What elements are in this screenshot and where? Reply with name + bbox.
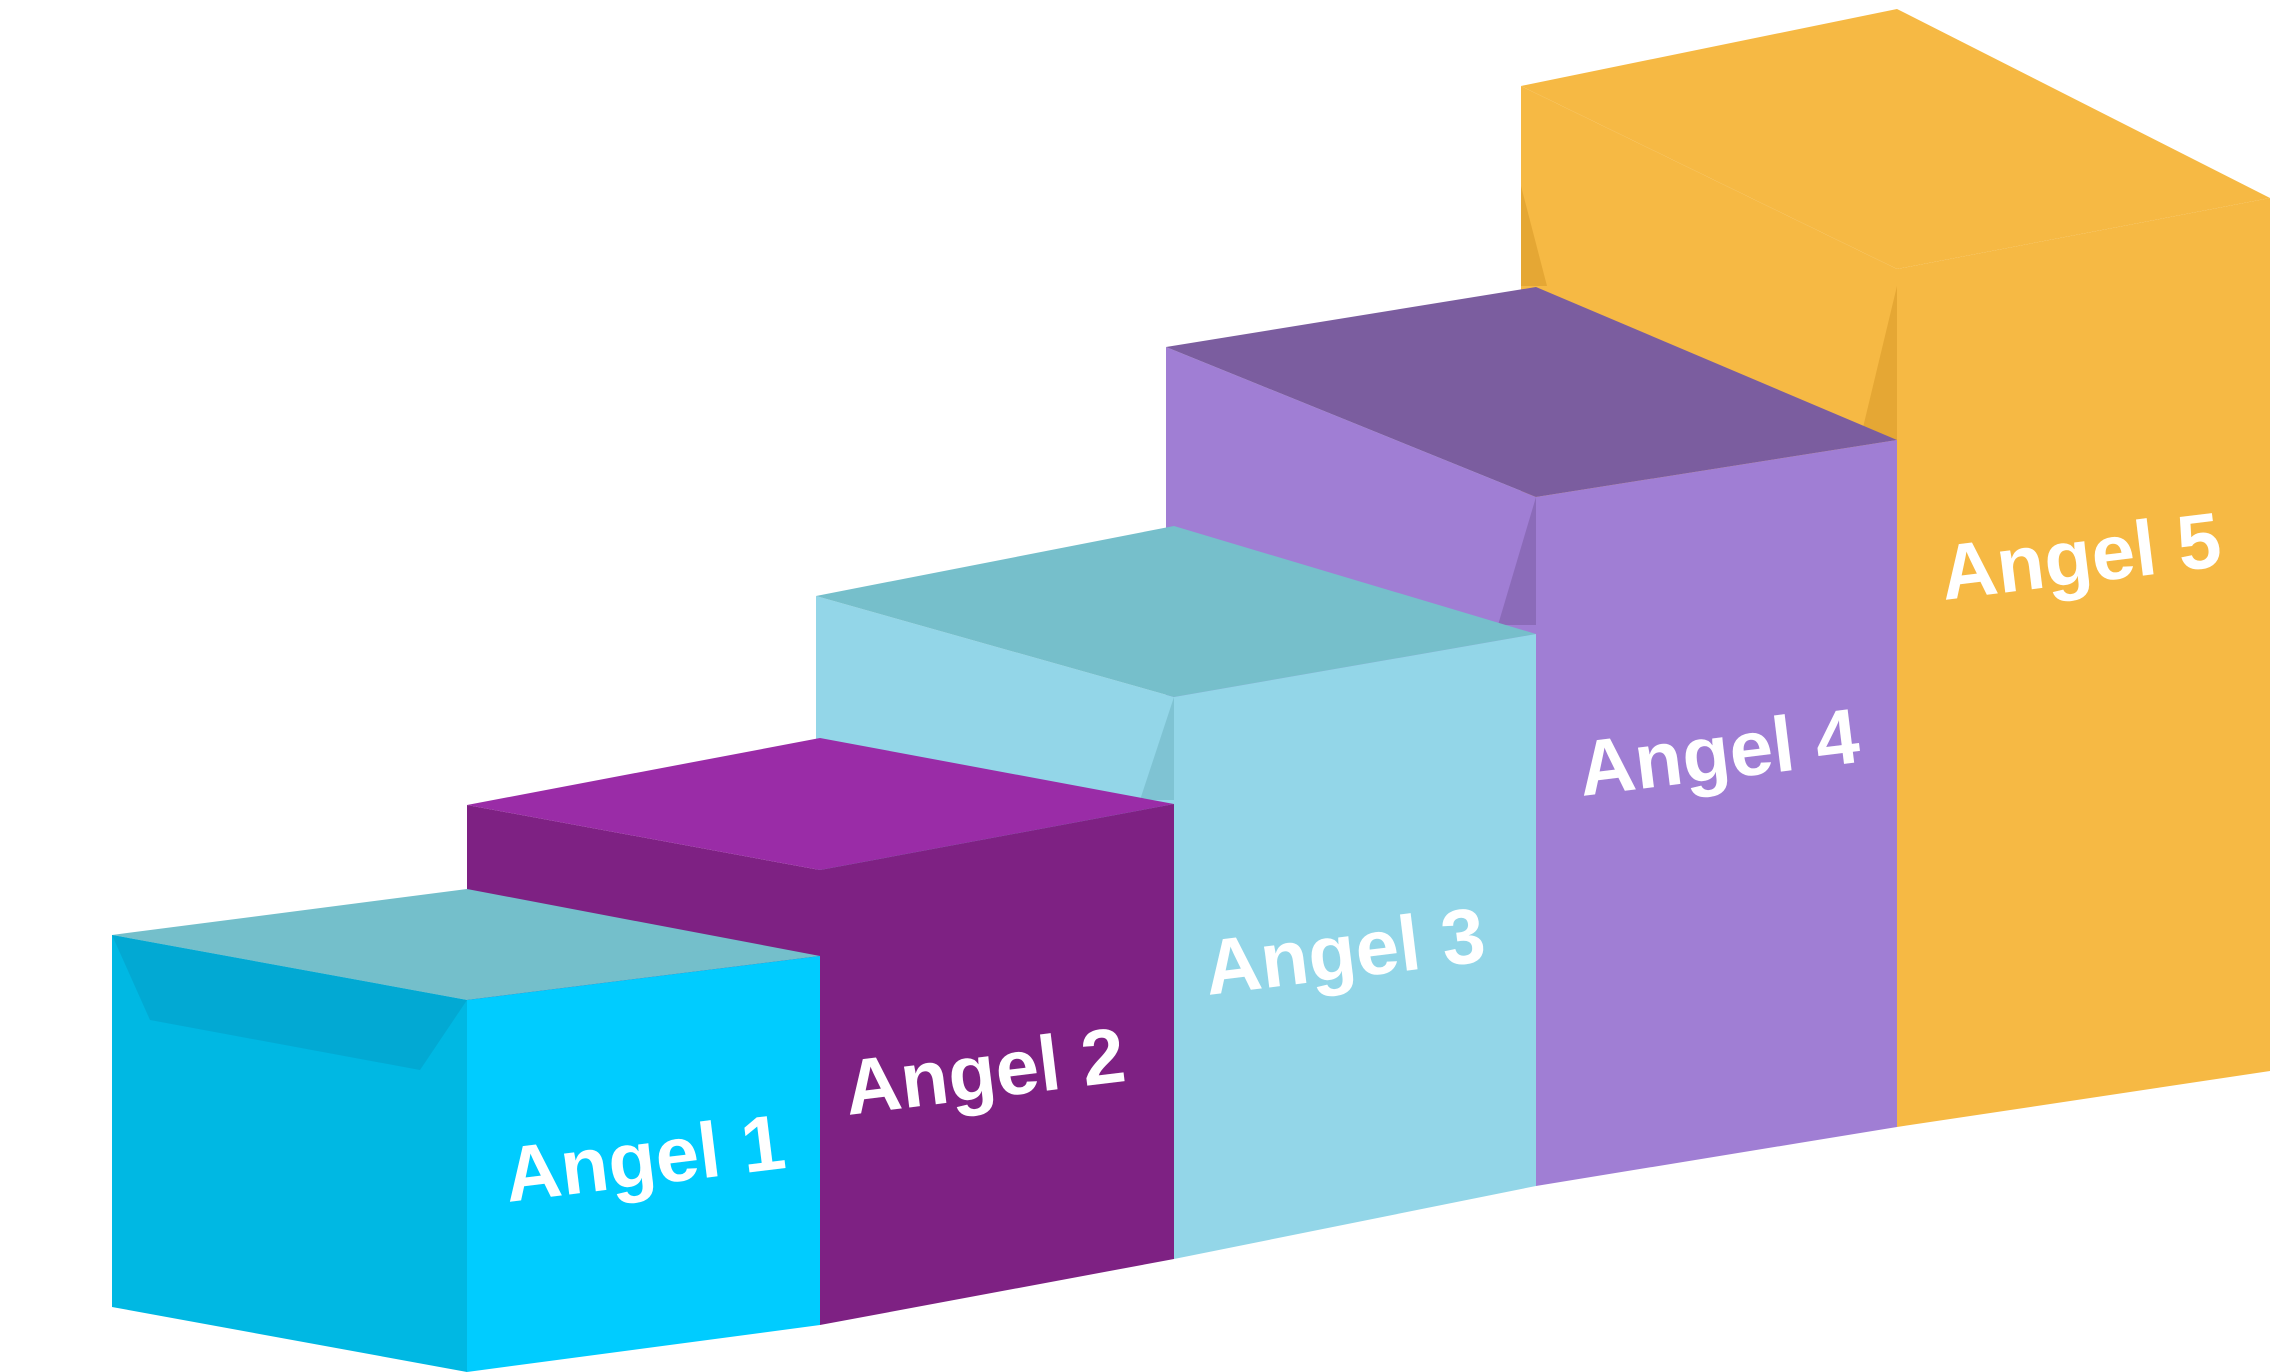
- step-4-shade: [1498, 497, 1536, 625]
- step-1-front: [467, 956, 820, 1372]
- step-4-top: [1166, 287, 1897, 497]
- step-5-front: [1897, 198, 2270, 1127]
- step-1-top: [112, 889, 820, 1000]
- step-3-top: [816, 526, 1536, 697]
- step-1: [112, 889, 820, 1372]
- step-4-front: [1536, 440, 1897, 1186]
- step-5-shade: [1521, 186, 1547, 286]
- step-2-top: [467, 738, 1174, 870]
- step-2-front: [820, 804, 1174, 1325]
- step-1-shade: [112, 935, 467, 1070]
- step-5-shade-2: [1860, 286, 1897, 440]
- step-3-shade: [1140, 697, 1174, 800]
- step-3-front: [1174, 634, 1536, 1259]
- step-5-top: [1521, 9, 2270, 269]
